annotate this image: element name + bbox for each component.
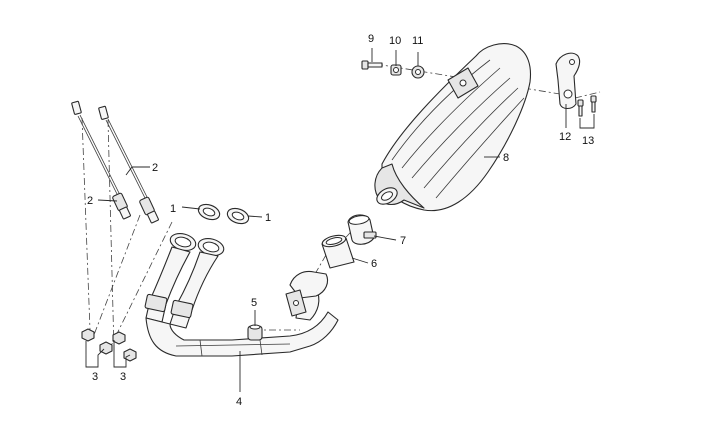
- silencer: [374, 43, 532, 212]
- mount-bolt: [361, 60, 383, 70]
- lambda-sensor-left: [71, 100, 131, 220]
- exhaust-header: [144, 233, 339, 357]
- assembly-centerlines: [81, 63, 601, 353]
- callout-3-right: 3: [120, 371, 126, 383]
- mount-spacer: [390, 64, 402, 76]
- gasket-right: [226, 207, 250, 225]
- callout-10: 10: [389, 35, 401, 47]
- nuts: [81, 328, 137, 362]
- callout-6: 6: [371, 258, 377, 270]
- callout-1-left: 1: [170, 203, 176, 215]
- exhaust-clamp: [347, 214, 377, 245]
- callout-1-right: 1: [265, 212, 271, 224]
- callout-5: 5: [251, 297, 257, 309]
- callout-12: 12: [559, 131, 571, 143]
- callout-11: 11: [412, 35, 423, 47]
- gasket-left: [197, 203, 221, 221]
- callout-9: 9: [368, 33, 374, 45]
- bracket-screws: [577, 95, 597, 117]
- connector-sleeve: [321, 234, 355, 269]
- callout-3-left: 3: [92, 371, 98, 383]
- callout-8: 8: [503, 152, 509, 164]
- callout-4: 4: [236, 396, 242, 408]
- lambda-sensor-right: [98, 105, 159, 224]
- callout-labels: 1 1 2 2 3 3 4 5 6 7 8 9 10 11 12 13: [87, 33, 594, 408]
- callout-7: 7: [400, 235, 406, 247]
- silencer-bracket: [555, 52, 581, 110]
- callout-2-right: 2: [152, 162, 158, 174]
- callout-13: 13: [582, 135, 594, 147]
- rubber-bushing: [247, 324, 263, 341]
- leader-lines: [85, 48, 595, 392]
- callout-2-left: 2: [87, 195, 93, 207]
- mount-washer: [411, 65, 425, 79]
